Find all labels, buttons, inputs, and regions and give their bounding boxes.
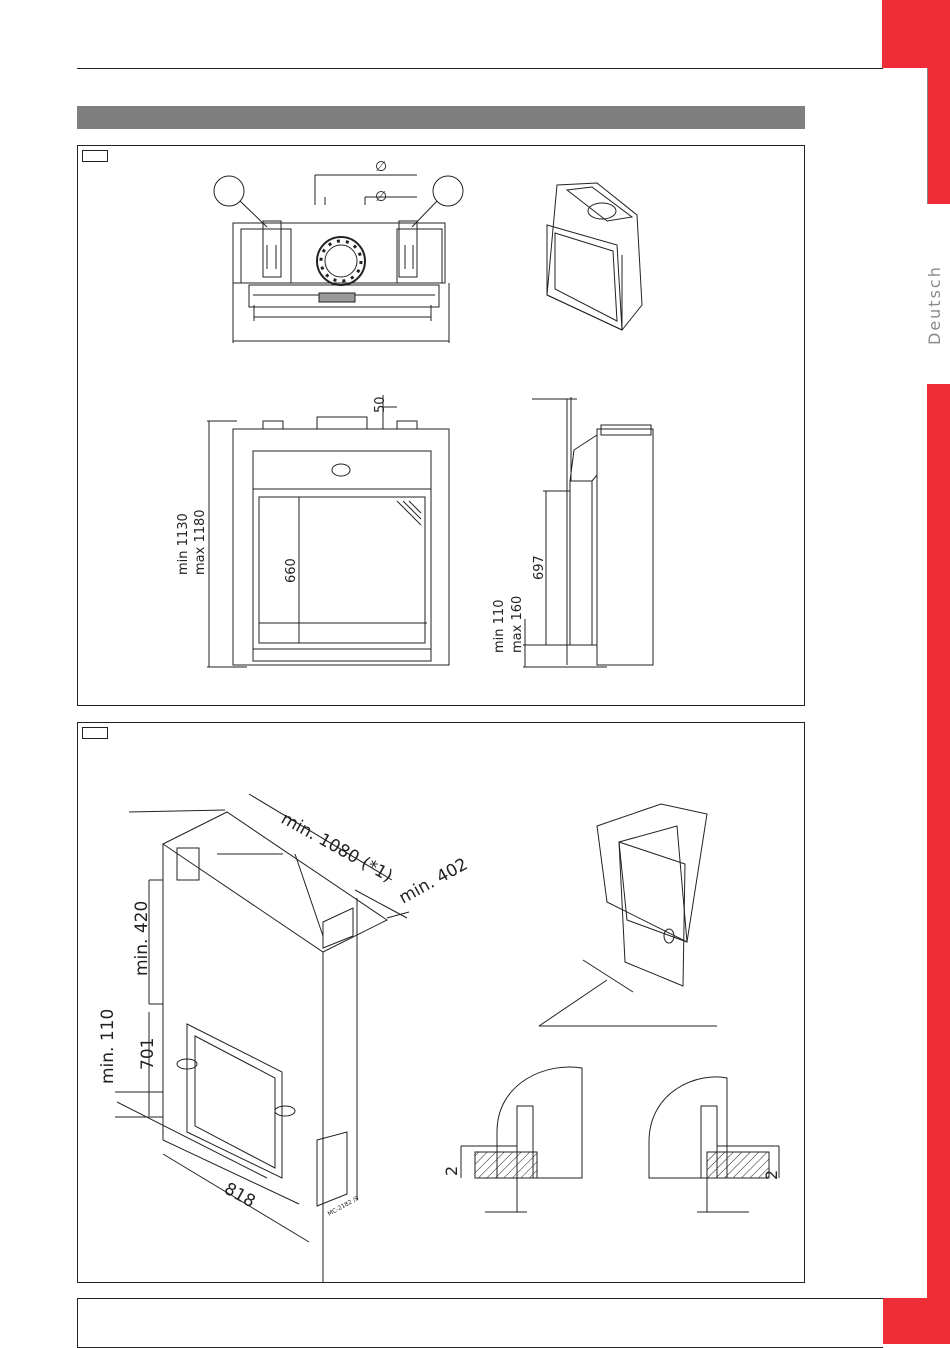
drawing-code: MC-2182 /9 [327,1195,361,1218]
language-tab-label[interactable]: Deutsch [925,275,945,345]
floor-detail-left [461,1067,582,1212]
diameter-label-1: ∅ [375,159,387,175]
dim-depth-label: min. 1080 (*1) [278,809,396,887]
figure-panel-installation: min. 1080 (*1) min. 402 min. 420 701 min… [77,722,805,1283]
iso-view-drawing [547,183,642,330]
side-view-drawing [523,397,653,667]
dim-height-max-label: max 1180 [193,509,208,575]
corner-tab-bottom [882,1298,950,1344]
front-view-drawing [207,395,449,667]
appliance-iso-drawing [539,804,717,1026]
dim-glass-label: 660 [284,558,299,583]
dim-top-label: 50 [373,396,388,413]
diameter-label-2: ∅ [375,189,387,205]
side-tab-lower [927,384,950,1344]
figure-panel-next [77,1298,883,1348]
dim-floor-min-label: min 110 [492,600,507,653]
section-title-bar [77,106,805,129]
dim-width-label: 818 [221,1179,259,1212]
dim-top-clear-label: min. 420 [132,901,152,976]
side-tab-edge [927,68,928,204]
dim-side-clear-label: min. 402 [396,854,472,908]
floor-detail-right [649,1077,779,1212]
dim-floor-label: min. 110 [98,1009,118,1084]
dim-height-min-label: min 1130 [176,513,191,575]
dim-side-label: 697 [532,555,547,580]
dimension-drawings: ∅ ∅ [77,145,805,706]
side-tab-upper [927,68,950,204]
dim-opening-label: 701 [138,1038,158,1070]
top-view-drawing [214,175,463,343]
detail-right-label: 2 [762,1170,781,1180]
header-rule [77,68,883,69]
corner-tab-top [882,0,950,68]
detail-left-label: 2 [442,1166,461,1176]
figure-panel-dimensions: ∅ ∅ [77,145,805,706]
dim-floor-max-label: max 160 [510,596,525,653]
installation-drawings: min. 1080 (*1) min. 402 min. 420 701 min… [77,722,805,1283]
